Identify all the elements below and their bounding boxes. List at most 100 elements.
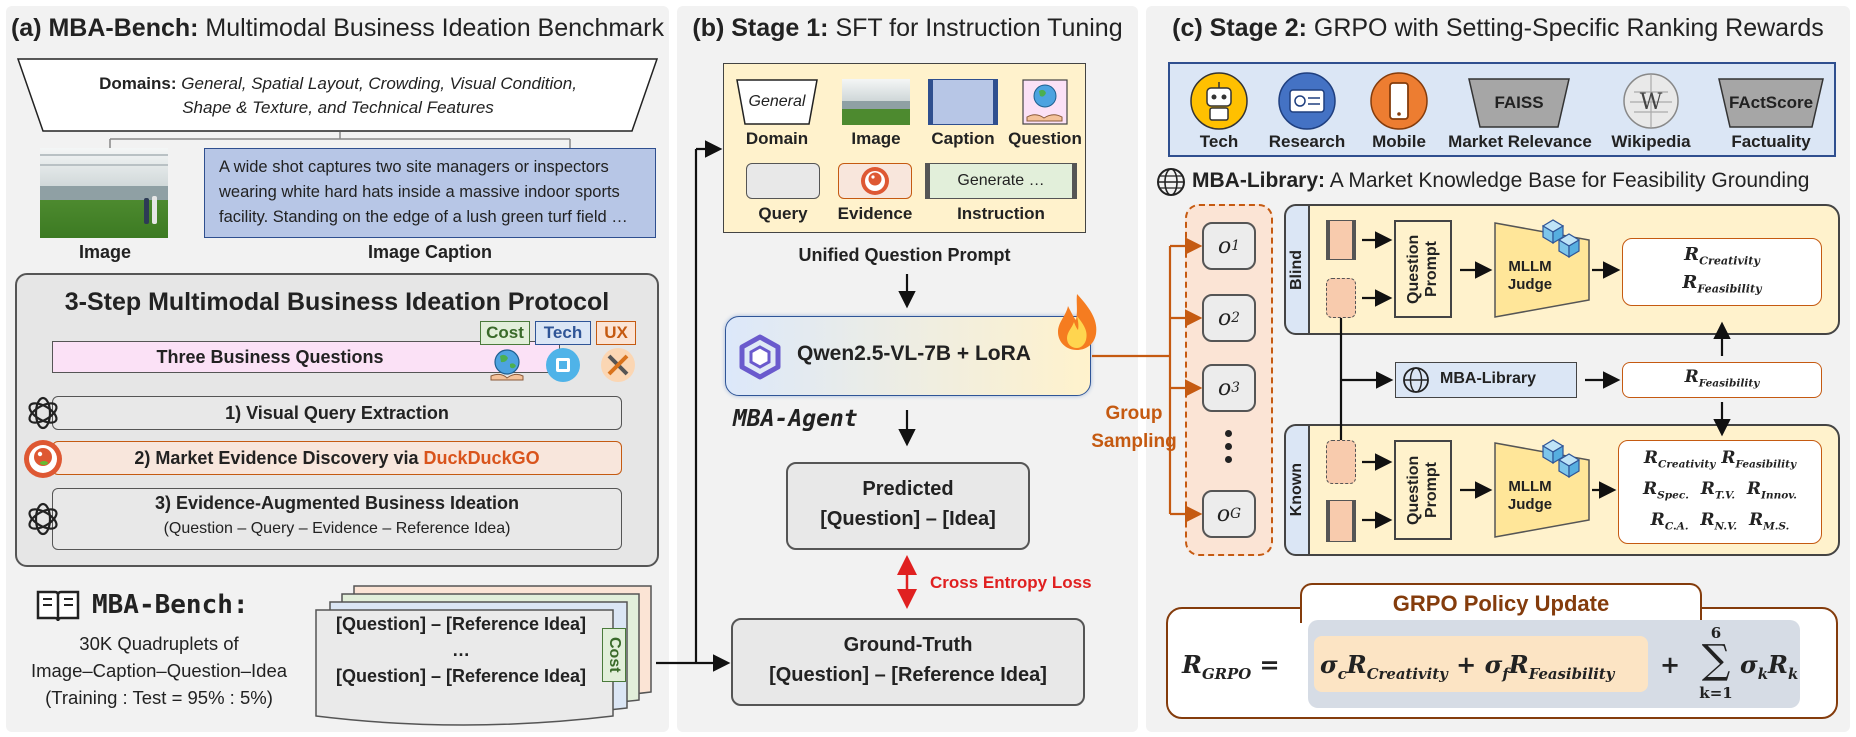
openai-icon-2 [28,502,58,536]
duckduckgo-icon [24,440,62,478]
prompt-label: Unified Question Prompt [798,245,1011,265]
lbl-research: Research [1268,132,1346,151]
reference-doc-stack [315,585,652,726]
mba-agent-label: MBA-Agent [733,406,858,432]
grpo-lhs: RGRPO = [1182,650,1280,683]
lbl-wikipedia: Wikipedia [1611,132,1691,151]
wikipedia-icon: W [1623,73,1679,129]
three-questions-label: Three Business Questions [156,346,384,367]
library-globe-icon [1403,367,1429,393]
grpo-sum-bottom: k=1 [1699,684,1733,702]
library-title: MBA-Library: A Market Knowledge Base for… [1192,169,1810,192]
evidence-duck-icon [861,167,889,195]
caption-box: A wide shot captures two site managers o… [204,148,656,238]
blind-r-creativity: RCreativity [1684,244,1760,268]
lbl-instruction: Instruction [957,204,1045,223]
globe-icon [1157,168,1185,196]
predicted-box [786,462,1030,550]
lbl-factuality: Factuality [1731,132,1811,151]
lbl-image: Image [851,129,901,148]
stadium-photo [40,148,168,238]
grpo-title-tab: GRPO Policy Update [1300,583,1702,623]
known-question-prompt: Question Prompt [1394,440,1452,540]
fire-icon [1058,294,1097,350]
grpo-sum-sign: ∑ [1701,637,1731,683]
blind-tab: Blind [1284,204,1310,335]
known-doc-solid [1326,500,1356,542]
predicted-title: Predicted [862,478,954,500]
panel-b-title: (b) Stage 1: SFT for Instruction Tuning [692,14,1123,42]
step1-box [52,396,622,430]
step1-label: 1) Visual Query Extraction [225,402,449,423]
tag-ux: UX [596,321,636,345]
grpo-title: GRPO Policy Update [1392,591,1610,616]
known-r-row3: RC.A. RN.V. RM.S. [1650,510,1790,533]
lbl-question: Question [1008,129,1082,148]
known-reward-box [1618,440,1822,544]
domain-icon [736,79,818,125]
ground-truth-format: [Question] – [Reference Idea] [769,664,1047,686]
grpo-rhs-main: σcRCreativity + σfRFeasibility [1320,650,1615,683]
lbl-domain: Domain [745,129,809,148]
known-judge-label: MLLM Judge [1507,478,1553,513]
tag-cost: Cost [480,321,530,345]
research-icon [1278,72,1336,130]
caption-icon [928,79,998,125]
robot-icon [1190,72,1248,130]
chip-icon [546,348,580,382]
duckduckgo-text: DuckDuckGO [423,447,540,468]
known-r-row1: RCreativity RFeasibility [1643,448,1797,471]
protocol-title: 3-Step Multimodal Business Ideation Prot… [64,288,610,316]
factscore-label: FActScore [1728,93,1814,112]
tag-tech: Tech [535,321,591,345]
tools-icon [601,348,635,382]
step2-label: 2) Market Evidence Discovery via DuckDuc… [134,447,540,468]
lbl-tech: Tech [1199,132,1239,151]
ref-line2: [Question] – [Reference Idea] [335,666,587,686]
ground-truth-title: Ground-Truth [843,634,973,656]
domains-text: Domains: General, Spatial Layout, Crowdi… [99,74,577,117]
blind-r-feasibility: RFeasibility [1682,272,1762,296]
ref-cost-tag: Cost [602,628,626,682]
qwen-logo-icon [739,334,781,380]
svg-text:W: W [1640,90,1663,115]
grpo-sum-top: 6 [1710,624,1722,642]
bench-desc: 30K Quadruplets of Image–Caption–Questio… [30,633,288,708]
grpo-sum-term: σkRk [1740,650,1799,683]
panel-a-title: (a) MBA-Bench: Multimodal Business Ideat… [10,14,664,42]
lbl-query: Query [758,204,808,223]
caption-label: Image Caption [367,242,492,262]
known-tab: Known [1284,424,1310,556]
mobile-icon [1370,72,1428,130]
cross-entropy-label: Cross Entropy Loss [930,573,1092,592]
faiss-trapezoid [1468,78,1570,128]
blind-question-prompt: Question Prompt [1394,220,1452,318]
step3-label: 3) Evidence-Augmented Business Ideation [154,493,520,513]
blind-reward-box [1622,238,1822,306]
panel-c-title: (c) Stage 2: GRPO with Setting-Specific … [1172,14,1824,42]
library-box [1395,362,1577,398]
lbl-evidence: Evidence [837,204,913,223]
blind-doc-solid [1326,220,1356,260]
grpo-formula-highlight [1314,636,1648,692]
faiss-label: FAISS [1494,93,1544,112]
qwen-model-label: Qwen2.5-VL-7B + LoRA [797,342,1031,365]
ref-line1: [Question] – [Reference Idea] [335,614,587,634]
library-r-feasibility: RFeasibility [1684,367,1760,390]
predicted-format: [Question] – [Idea] [820,508,996,530]
blind-judge-label: MLLM Judge [1507,258,1553,293]
generate-box: Generate … [925,163,1077,199]
blind-cubes-icon [1541,219,1581,259]
blind-doc-dashed [1326,278,1356,318]
bench-title: MBA-Bench: [92,590,249,620]
caption-text: A wide shot captures two site managers o… [219,158,628,226]
globe-hand-icon [490,349,524,381]
query-icon [746,163,820,199]
step3-box [52,488,622,550]
three-questions-bar [52,341,560,373]
